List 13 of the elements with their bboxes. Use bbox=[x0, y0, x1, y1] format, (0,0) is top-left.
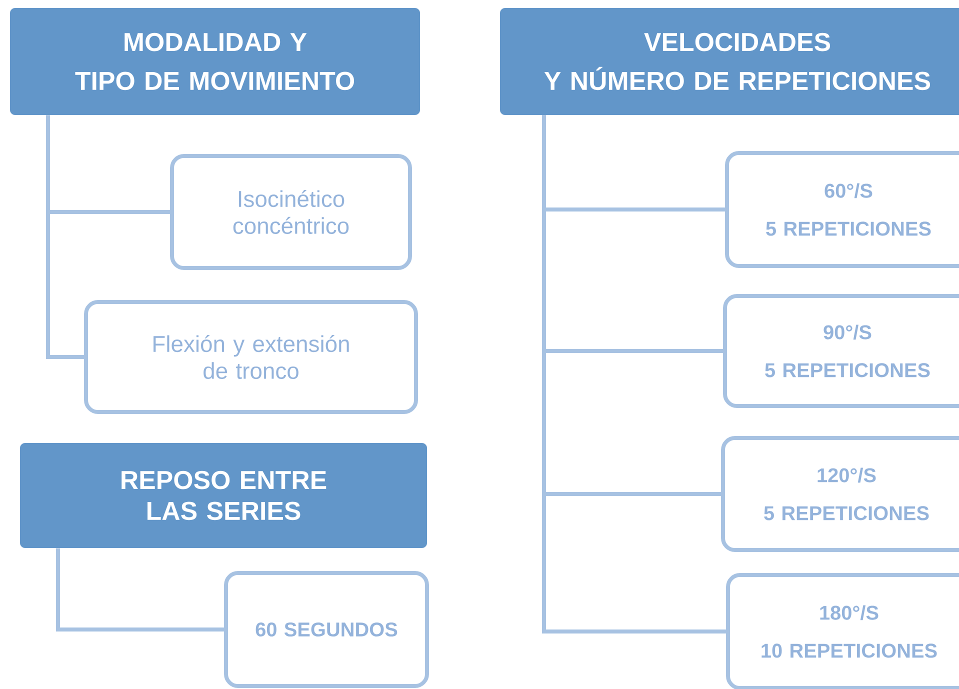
item-box: 90°/S 5 REPETICIONES bbox=[723, 294, 959, 408]
connector-line bbox=[542, 115, 726, 634]
item-box: Flexión y extensión de tronco bbox=[84, 300, 418, 414]
item-box: 60°/S 5 REPETICIONES bbox=[725, 151, 959, 268]
heading-box: REPOSO ENTRE LAS SERIES bbox=[20, 443, 427, 548]
connector-line bbox=[46, 115, 84, 359]
connector-line bbox=[56, 548, 224, 632]
item-box: 60 SEGUNDOS bbox=[224, 571, 429, 688]
item-box: Isocinético concéntrico bbox=[170, 154, 412, 270]
heading-box: MODALIDAD Y TIPO DE MOVIMIENTO bbox=[10, 8, 420, 115]
heading-box: VELOCIDADES Y NÚMERO DE REPETICIONES bbox=[500, 8, 959, 115]
item-box: 120°/S 5 REPETICIONES bbox=[721, 436, 959, 552]
item-box: 180°/S 10 REPETICIONES bbox=[726, 573, 959, 689]
